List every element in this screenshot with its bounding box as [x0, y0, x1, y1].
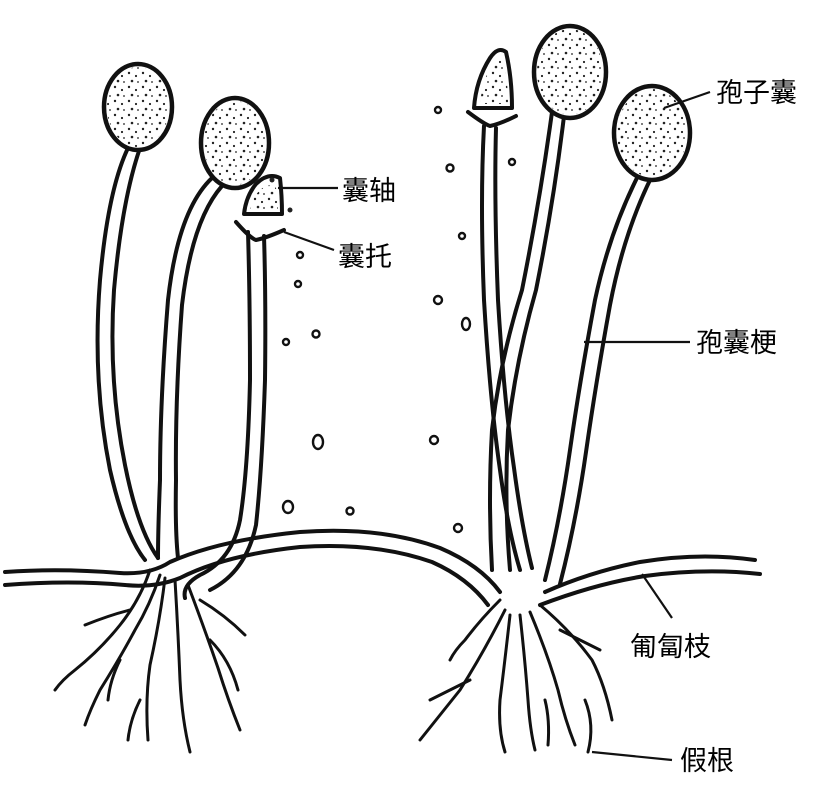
leader-rhizoid: [591, 750, 673, 762]
leader-apophysis: [283, 230, 335, 252]
leader-lines: [278, 90, 711, 762]
right-rhizoids: [418, 598, 614, 754]
leader-stolon: [641, 573, 673, 619]
left-sporangia: [101, 61, 284, 216]
label-columella: 囊轴: [342, 176, 396, 207]
left-sporangiophores: [95, 146, 286, 600]
right-sporangia: [472, 23, 693, 183]
label-sporangiophore: 孢囊梗: [696, 328, 777, 359]
stolon-lines: [3, 528, 762, 607]
labels: 囊轴 囊托 孢子囊 孢囊梗 匍匐枝 假根: [338, 78, 797, 777]
label-stolon: 匍匐枝: [630, 632, 711, 663]
left-rhizoids: [53, 568, 247, 754]
leader-sporangium: [663, 90, 711, 110]
released-spores: [269, 105, 517, 534]
label-apophysis: 囊托: [338, 242, 392, 273]
right-sporangiophores: [466, 110, 654, 586]
label-rhizoid: 假根: [680, 746, 734, 777]
label-sporangium: 孢子囊: [716, 78, 797, 109]
